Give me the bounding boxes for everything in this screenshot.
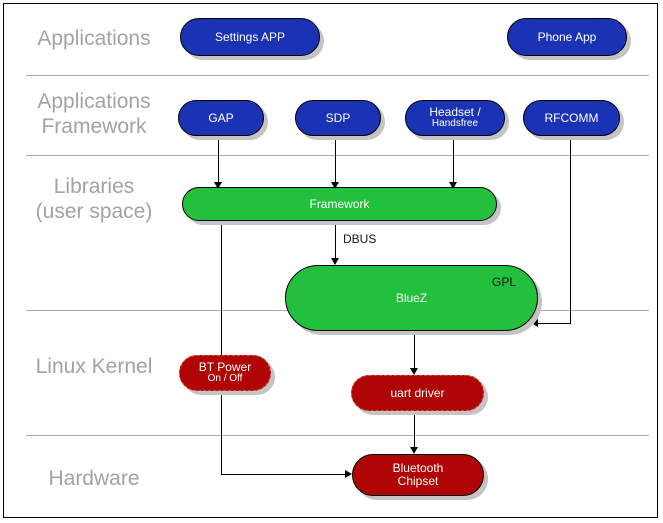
node-label: Bluetooth [392, 461, 444, 476]
node-label: uart driver [390, 385, 445, 400]
edge-sdp-framework-arrow [331, 182, 339, 189]
edge-headset-framework-line [453, 136, 454, 184]
edge-framework-bluez-line [335, 220, 336, 260]
edge-rfcomm-bluez-arrow [531, 319, 538, 327]
layer-divider-kernel [26, 435, 649, 436]
node-sublabel: Chipset [397, 474, 439, 488]
edge-uart-chipset-arrow [410, 447, 418, 454]
node-label: Framework [309, 196, 370, 211]
layer-label-linux-kernel: Linux Kernel [35, 355, 153, 378]
node-bluetooth-chipset[interactable]: Bluetooth Chipset [352, 454, 488, 500]
node-framework[interactable]: Framework [182, 187, 501, 225]
layer-label-applications: Applications [37, 27, 151, 50]
node-bt-power[interactable]: BT Power On / Off [179, 355, 275, 395]
edge-framework-chipset-arrow [345, 470, 352, 478]
edge-bluez-uart-line [414, 330, 415, 370]
node-label: BlueZ [395, 290, 428, 305]
node-label: Headset / [429, 105, 481, 120]
layer-label-applications-framework: Applications Framework [37, 90, 151, 138]
node-gap[interactable]: GAP [178, 100, 268, 140]
node-body [351, 375, 484, 411]
node-body [179, 355, 271, 391]
node-bluez[interactable]: GPL BlueZ [285, 265, 542, 335]
node-body [507, 18, 627, 56]
node-label: GAP [208, 110, 234, 125]
node-label: BT Power [198, 360, 252, 375]
layer-divider-applications [26, 75, 649, 76]
node-body [523, 100, 620, 136]
node-rfcomm[interactable]: RFCOMM [523, 100, 624, 140]
node-body [180, 18, 320, 56]
edge-sdp-framework-line [335, 136, 336, 184]
node-label: Settings APP [214, 29, 286, 44]
node-sublabel: On / Off [207, 373, 243, 385]
node-body [295, 100, 381, 136]
edge-rfcomm-bluez-vline [570, 136, 571, 324]
layer-label-libraries: Libraries (user space) [35, 175, 153, 223]
node-label: SDP [325, 110, 351, 125]
edge-gap-framework-arrow [214, 182, 222, 189]
edge-label-dbus: DBUS [343, 232, 377, 246]
node-bluez-license-note: GPL [491, 275, 516, 289]
edge-gap-framework-line [218, 136, 219, 184]
edge-uart-chipset-line [414, 409, 415, 450]
node-body [182, 187, 497, 221]
node-phone-app[interactable]: Phone App [507, 18, 631, 60]
node-body [178, 100, 264, 136]
node-headset-handsfree[interactable]: Headset / Handsfree [405, 100, 509, 140]
edge-headset-framework-arrow [449, 182, 457, 189]
node-body [285, 265, 538, 331]
edge-bluez-uart-arrow [410, 368, 418, 375]
node-label: Phone App [537, 29, 597, 44]
node-settings-app[interactable]: Settings APP [180, 18, 324, 60]
diagram-frame: Applications Applications Framework Libr… [3, 3, 658, 518]
edge-rfcomm-bluez-hline [538, 323, 571, 324]
node-body [405, 100, 505, 136]
edge-framework-bluez-arrow [331, 258, 339, 265]
node-sdp[interactable]: SDP [295, 100, 385, 140]
node-body [352, 454, 484, 496]
node-label: RFCOMM [544, 110, 599, 125]
node-uart-driver[interactable]: uart driver [351, 375, 488, 415]
edge-framework-chipset-vline [221, 220, 222, 474]
node-sublabel: Handsfree [431, 118, 479, 130]
layer-divider-framework [26, 155, 649, 156]
edge-framework-chipset-hline [221, 474, 346, 475]
layer-label-hardware: Hardware [48, 467, 140, 490]
